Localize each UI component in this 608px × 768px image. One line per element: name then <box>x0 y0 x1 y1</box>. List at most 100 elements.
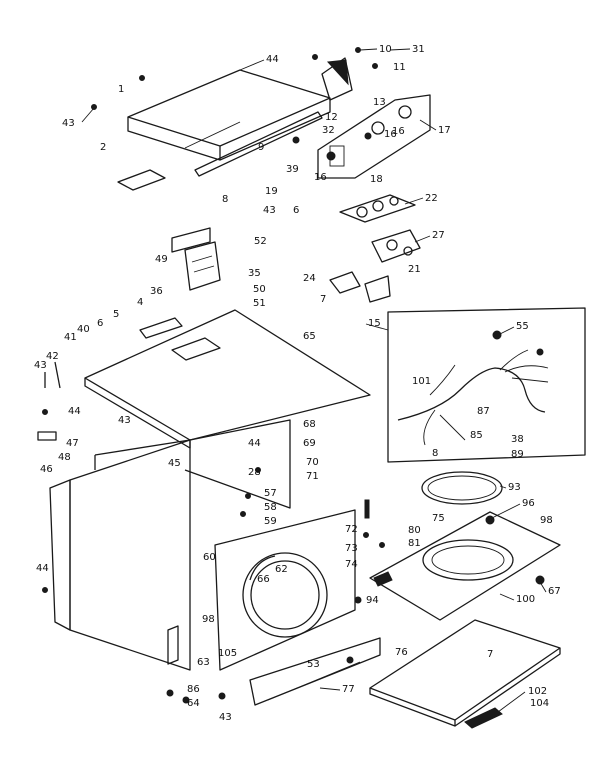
callout-label: 59 <box>264 516 277 527</box>
bottom-screws <box>166 689 226 704</box>
callout-label: 76 <box>395 647 408 658</box>
callout-label: 40 <box>77 324 90 335</box>
callout-label: 49 <box>155 254 168 265</box>
base-plate <box>369 511 561 621</box>
callout-label: 86 <box>187 684 200 695</box>
callout-label: 65 <box>303 331 316 342</box>
callout-label: 22 <box>425 193 438 204</box>
callout-label: 1 <box>118 84 124 95</box>
console-trim-strip <box>184 111 323 177</box>
callout-label: 81 <box>408 538 421 549</box>
callout-label: 36 <box>150 286 163 297</box>
dispenser-bracket <box>171 227 221 291</box>
console-end-cap <box>117 169 166 191</box>
callout-label: 16 <box>314 172 327 183</box>
callout-label: 57 <box>264 488 277 499</box>
callout-label: 66 <box>257 574 270 585</box>
callout-label: 77 <box>342 684 355 695</box>
switch-plate <box>339 194 416 223</box>
callout-label: 100 <box>516 594 535 605</box>
cabinet-side-frame <box>94 419 291 509</box>
console-bracket <box>321 57 353 101</box>
callout-label: 44 <box>248 438 261 449</box>
bottom-pan <box>369 619 561 729</box>
callout-label: 12 <box>325 112 338 123</box>
callout-label: 24 <box>303 273 316 284</box>
front-frame <box>214 509 356 671</box>
callout-label: 45 <box>168 458 181 469</box>
control-board <box>317 94 431 179</box>
callout-label: 2 <box>100 142 106 153</box>
callout-label: 94 <box>366 595 379 606</box>
callout-label: 55 <box>516 321 529 332</box>
callout-label: 43 <box>62 118 75 129</box>
callout-label: 46 <box>40 464 53 475</box>
callout-label: 105 <box>218 648 237 659</box>
front-gasket-strip <box>49 479 71 631</box>
cabinet-front-panel <box>69 439 191 671</box>
callout-label: 101 <box>412 376 431 387</box>
fasteners-mid <box>240 467 385 664</box>
callout-label: 9 <box>258 142 264 153</box>
callout-label: 17 <box>438 125 451 136</box>
callout-label: 18 <box>370 174 383 185</box>
callout-label: 72 <box>345 524 358 535</box>
callout-label: 71 <box>306 471 319 482</box>
callout-label: 4 <box>137 297 143 308</box>
callout-label: 67 <box>548 586 561 597</box>
console-top-panel <box>127 69 331 161</box>
callout-label: 69 <box>303 438 316 449</box>
timer-housing <box>371 229 421 263</box>
callout-label: 44 <box>36 563 49 574</box>
callout-label: 75 <box>432 513 445 524</box>
toe-panel <box>249 637 381 706</box>
callout-label: 70 <box>306 457 319 468</box>
callout-label: 6 <box>97 318 103 329</box>
callout-label: 44 <box>266 54 279 65</box>
callout-labels: 10 31 11 44 1 43 2 9 39 12 32 13 16 16 1… <box>34 44 561 723</box>
callout-label: 48 <box>58 452 71 463</box>
callout-label: 93 <box>508 482 521 493</box>
small-fastener <box>91 47 378 144</box>
callout-label: 96 <box>522 498 535 509</box>
callout-label: 62 <box>275 564 288 575</box>
callout-label: 47 <box>66 438 79 449</box>
callout-label: 7 <box>320 294 326 305</box>
callout-label: 43 <box>219 712 232 723</box>
callout-label: 50 <box>253 284 266 295</box>
callout-label: 104 <box>530 698 549 709</box>
callout-label: 85 <box>470 430 483 441</box>
callout-label: 43 <box>118 415 131 426</box>
callout-label: 68 <box>303 419 316 430</box>
callout-label: 19 <box>265 186 278 197</box>
wiring-harness-inset <box>387 307 586 463</box>
callout-label: 31 <box>412 44 425 55</box>
callout-label: 73 <box>345 543 358 554</box>
callout-label: 6 <box>293 205 299 216</box>
callout-label: 98 <box>202 614 215 625</box>
callout-label: 15 <box>368 318 381 329</box>
callout-label: 42 <box>46 351 59 362</box>
tub-ring <box>421 471 503 505</box>
callout-label: 16 <box>384 129 397 140</box>
callout-label: 51 <box>253 298 266 309</box>
callout-label: 8 <box>432 448 438 459</box>
callout-label: 7 <box>487 649 493 660</box>
callout-label: 102 <box>528 686 547 697</box>
callout-label: 87 <box>477 406 490 417</box>
callout-label: 63 <box>197 657 210 668</box>
callout-label: 74 <box>345 559 358 570</box>
callout-label: 21 <box>408 264 421 275</box>
callout-label: 52 <box>254 236 267 247</box>
callout-label: 8 <box>222 194 228 205</box>
callout-label: 53 <box>307 659 320 670</box>
callout-label: 41 <box>64 332 77 343</box>
callout-label: 43 <box>263 205 276 216</box>
callout-label: 35 <box>248 268 261 279</box>
callout-label: 32 <box>322 125 335 136</box>
callout-label: 5 <box>113 309 119 320</box>
left-hardware <box>37 361 61 593</box>
motor-switch <box>329 271 391 303</box>
callout-label: 98 <box>540 515 553 526</box>
